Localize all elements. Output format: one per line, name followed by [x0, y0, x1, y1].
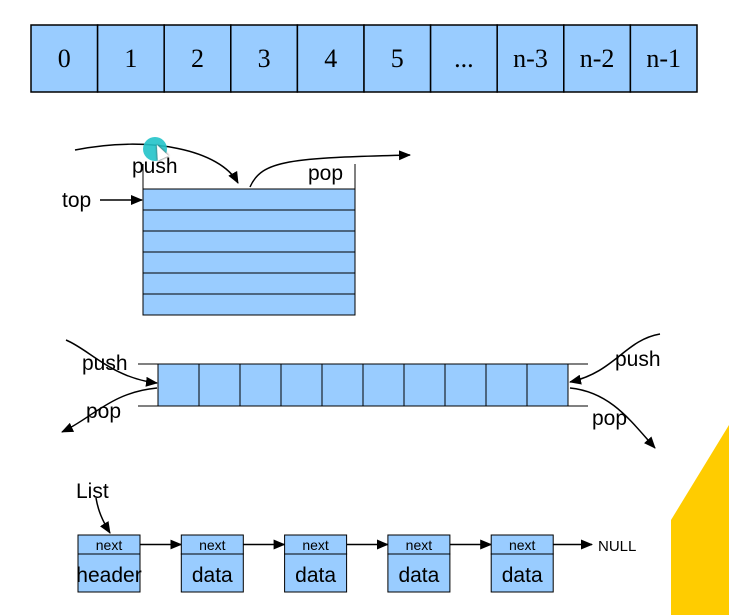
deque-cell: [444, 363, 487, 407]
stack-row: [142, 188, 356, 211]
deque-cell: [321, 363, 364, 407]
stack-row: [142, 230, 356, 253]
deque-left-push-label: push: [82, 352, 128, 375]
deque-cell: [362, 363, 405, 407]
stack-push-arrow: [74, 143, 239, 184]
list-node-next-label: next: [302, 537, 329, 553]
stack-pop-arrow: [249, 150, 411, 188]
list-node-value-label: data: [192, 564, 233, 587]
stack-row: [142, 251, 356, 274]
list-node-data-cell: [284, 553, 348, 593]
list-node-next-label: next: [509, 537, 536, 553]
list-label: List: [76, 480, 109, 503]
null-label: NULL: [598, 538, 636, 555]
deque-cell: [485, 363, 528, 407]
array-section: 0 1 2 3 4 5... n-3 n-2 n-1: [30, 24, 698, 93]
deque-cell: [198, 363, 241, 407]
array-cell-label: 0: [58, 44, 71, 73]
array-cell: [363, 24, 432, 93]
deque-right-pop-label: pop: [592, 407, 627, 430]
array-cell: [296, 24, 365, 93]
stack-row: [142, 293, 356, 316]
deque-right-pop-arrow: [569, 387, 656, 449]
cursor-highlight: [143, 137, 167, 161]
list-node-data-cell: [77, 553, 141, 593]
array-cell: [629, 24, 698, 93]
list-node-data-cell: [387, 553, 451, 593]
stack-section: push pop top: [62, 143, 411, 316]
array-cell-label: n-1: [646, 44, 681, 73]
list-node-data-cell: [180, 553, 244, 593]
deque-right-push-arrow: [569, 333, 661, 385]
deque-cell: [157, 363, 200, 407]
stack-row: [142, 209, 356, 232]
deque-right-push-label: push: [615, 348, 661, 371]
list-node-value-label: data: [502, 564, 543, 587]
deque-cell: [526, 363, 569, 407]
stack-top-label: top: [62, 189, 91, 212]
linked-list-section: List next header next data next data next data n…: [76, 480, 636, 593]
array-cell: [563, 24, 632, 93]
deque-left-pop-label: pop: [86, 400, 121, 423]
array-cell-label: 2: [191, 44, 204, 73]
list-node-next-label: next: [406, 537, 433, 553]
stack-push-label: push: [132, 155, 178, 178]
list-head-arrow: [95, 497, 111, 534]
list-node-data-cell: [490, 553, 554, 593]
array-cell-label: 4: [324, 44, 337, 73]
list-node-next-label: next: [96, 537, 123, 553]
list-node-value-label: header: [76, 564, 141, 587]
stack-pop-label: pop: [308, 162, 343, 185]
array-cell: [429, 24, 498, 93]
array-cell-label: ...: [454, 44, 474, 73]
deque-cell: [403, 363, 446, 407]
array-cell-label: 5: [391, 44, 404, 73]
deque-section: push pop push pop: [61, 333, 661, 449]
array-cell-label: 1: [124, 44, 137, 73]
array-cell: [96, 24, 165, 93]
array-cell-label: 3: [258, 44, 271, 73]
list-node-next-label: next: [199, 537, 226, 553]
list-node-value-label: data: [398, 564, 439, 587]
array-cell: [30, 24, 99, 93]
deque-left-push-arrow: [65, 339, 158, 387]
deque-cell: [280, 363, 323, 407]
deque-left-pop-arrow: [61, 387, 158, 433]
array-cell: [163, 24, 232, 93]
list-node-value-label: data: [295, 564, 336, 587]
array-cell-label: n-2: [580, 44, 615, 73]
deque-cell: [239, 363, 282, 407]
corner-accent-shape: [671, 425, 729, 615]
array-cell-label: n-3: [513, 44, 548, 73]
stack-row: [142, 272, 356, 295]
array-cell: [496, 24, 565, 93]
